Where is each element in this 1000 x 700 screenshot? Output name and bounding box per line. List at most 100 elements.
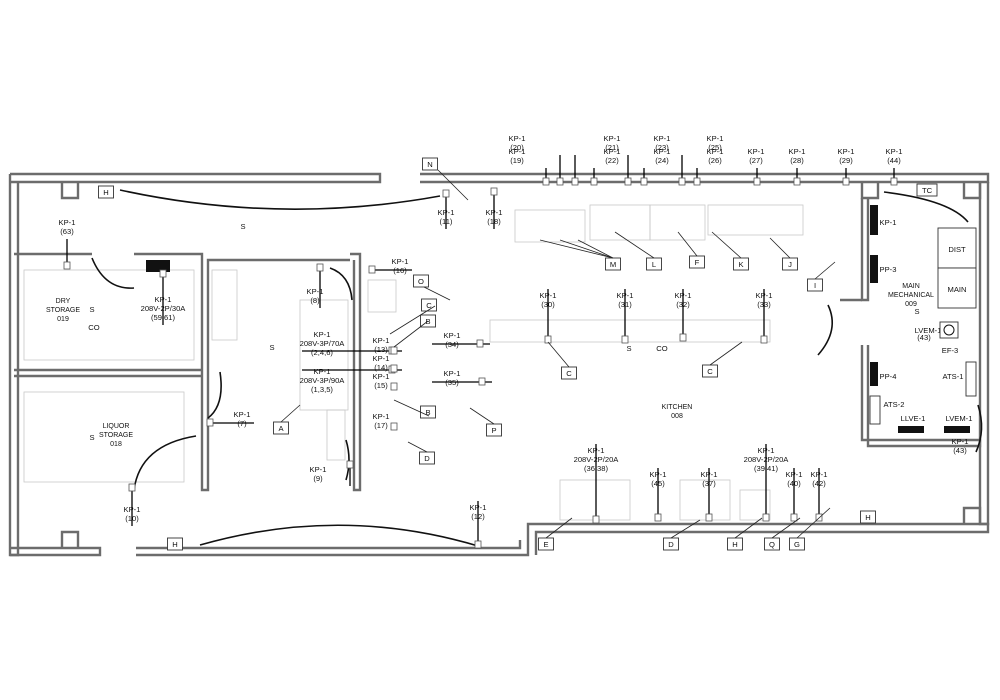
tag-co-text: CO xyxy=(88,323,99,332)
circuit-c28: KP-1(28) xyxy=(789,147,806,186)
circuit-c15-circuit: (15) xyxy=(374,381,388,390)
circuit-c25-panel: KP-1 xyxy=(707,134,724,143)
room-labels: DRY STORAGE 019 LIQUOR STORAGE 018 KITCH… xyxy=(46,283,934,448)
tag-c-14: C xyxy=(561,366,577,380)
circuit-c19-panel: KP-1 xyxy=(509,147,526,156)
tag-tc-text: TC xyxy=(922,186,933,195)
circuit-c26: KP-1(26) xyxy=(693,147,724,186)
circuit-c7: KP-1(7) xyxy=(206,410,254,428)
circuit-c32-receptacle xyxy=(679,333,687,342)
tag-h-text: H xyxy=(103,188,108,197)
circuit-c35: KP-1(35) xyxy=(432,369,492,387)
llve1-label: LLVE-1 xyxy=(901,414,926,423)
circuit-c21-receptacle xyxy=(571,177,579,186)
tag-s-8: S xyxy=(89,305,94,314)
circuit-c14: KP-1(14) xyxy=(373,354,398,373)
circuit-c63-panel: KP-1 xyxy=(59,218,76,227)
circuit-c9-circuit: (9) xyxy=(313,474,323,483)
tag-p-21: P xyxy=(486,423,502,437)
tag-co-29: CO xyxy=(88,323,99,332)
circuit-c17-circuit: (17) xyxy=(374,421,388,430)
circuit-c44: KP-1(44) xyxy=(886,147,903,186)
circuit-c19-receptacle xyxy=(542,177,550,186)
circuit-c17-panel: KP-1 xyxy=(373,412,390,421)
circuit-c22-panel: KP-1 xyxy=(604,147,621,156)
tag-l-text: L xyxy=(652,260,656,269)
kitchen-fixtures xyxy=(23,204,804,521)
circuit-c25-circuit: (25) xyxy=(708,143,722,152)
kp1-equip-label: KP-1 xyxy=(880,218,897,227)
tag-b-17: B xyxy=(420,405,436,419)
tag-leader-9 xyxy=(539,239,614,259)
circuit-c13-receptacle xyxy=(390,346,398,355)
circuit-c135-spec: 208V-3P/90A xyxy=(300,376,346,385)
tag-leader-5 xyxy=(407,441,428,453)
circuit-c44-receptacle xyxy=(890,177,898,186)
circuit-c34-panel: KP-1 xyxy=(444,331,461,340)
tag-leader-10 xyxy=(559,239,614,259)
tag-s-9: S xyxy=(89,433,94,442)
circuit-c24-panel: KP-1 xyxy=(654,147,671,156)
circuit-c16: KP-1(16) xyxy=(368,257,412,275)
tag-leader-13 xyxy=(677,231,698,257)
circuit-c12: KP-1(12) xyxy=(470,501,486,549)
tag-leader-18 xyxy=(670,519,701,539)
tag-leader-8 xyxy=(709,341,743,366)
circuit-c9: KP-1(9) xyxy=(310,460,354,486)
tag-m-text: M xyxy=(610,260,616,269)
circuit-c44-panel: KP-1 xyxy=(886,147,903,156)
room-kitchen-name: KITCHEN xyxy=(662,404,693,411)
tag-o-box xyxy=(413,274,429,288)
circuit-c22: KP-1(22) xyxy=(590,147,621,186)
tag-l-24: L xyxy=(646,257,662,271)
circuit-c17-receptacle xyxy=(390,422,398,431)
tag-leader-17 xyxy=(545,517,573,539)
circuit-c15-receptacle xyxy=(390,382,398,391)
circuit-c28-panel: KP-1 xyxy=(789,147,806,156)
circuit-c43b-panel: KP-1 xyxy=(952,437,969,446)
tag-leader-1 xyxy=(389,305,436,335)
tag-a-18: A xyxy=(273,421,289,435)
tag-leader-14 xyxy=(711,231,742,259)
circuit-c20-circuit: (20) xyxy=(510,143,524,152)
tag-leader-7 xyxy=(547,341,570,368)
circuit-c45-receptacle xyxy=(654,513,662,522)
circuit-c12-receptacle xyxy=(474,540,482,549)
tag-s-text: S xyxy=(240,222,245,231)
circuit-c35-receptacle xyxy=(478,377,486,386)
circuit-c30: KP-1(30) xyxy=(540,289,556,344)
tag-s-text: S xyxy=(89,433,94,442)
tag-s-7: S xyxy=(269,343,274,352)
tag-leader-21 xyxy=(796,507,831,539)
tag-o-12: O xyxy=(413,274,429,288)
circuit-c31: KP-1(31) xyxy=(617,289,633,344)
circuit-c28-receptacle xyxy=(793,177,801,186)
circuit-c26-panel: KP-1 xyxy=(707,147,724,156)
room-liquor-number: 018 xyxy=(110,441,122,448)
circuit-c15: KP-1(15) xyxy=(373,372,398,391)
tag-n-0: N xyxy=(422,157,438,171)
circuit-c43b-circuit: (43) xyxy=(953,446,967,455)
tag-c-box xyxy=(421,298,437,312)
tag-leader-19 xyxy=(734,517,763,539)
tag-h-text: H xyxy=(865,513,870,522)
circuit-c26-receptacle xyxy=(693,177,701,186)
tag-d-19: D xyxy=(419,451,435,465)
tag-s-11: S xyxy=(914,307,919,316)
circuit-c63-receptacle xyxy=(63,261,71,270)
tag-h-box xyxy=(167,537,183,551)
ats2-label: ATS-2 xyxy=(884,400,905,409)
circuit-c27: KP-1(27) xyxy=(748,147,764,186)
pp3-label: PP-3 xyxy=(880,265,897,274)
circuit-c32: KP-1(32) xyxy=(675,289,691,342)
circuit-c34: KP-1(34) xyxy=(432,331,490,349)
tag-c-text: C xyxy=(426,301,432,310)
tag-s-10: S xyxy=(626,344,631,353)
circuit-c44-circuit: (44) xyxy=(887,156,901,165)
tag-s-text: S xyxy=(914,307,919,316)
tag-leader-2 xyxy=(393,320,429,348)
ats1-label: ATS-1 xyxy=(943,372,964,381)
